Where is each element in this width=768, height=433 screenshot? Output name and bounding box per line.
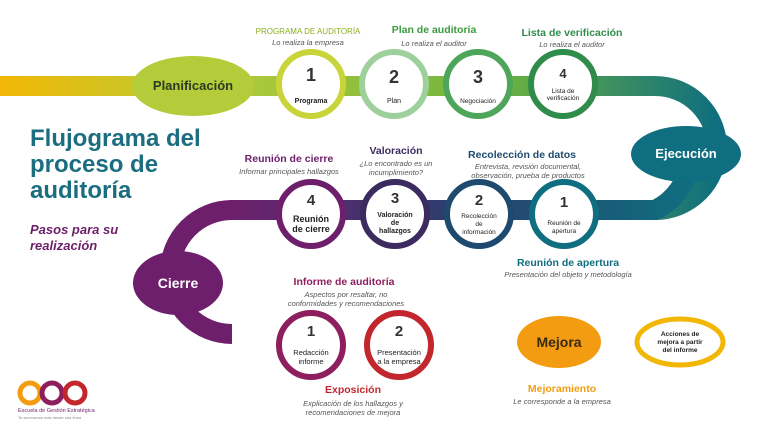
title-line-2: proceso de <box>30 151 159 178</box>
plan-step-2-circle <box>359 49 429 119</box>
plan-step-4-label-2: verificación <box>546 95 580 102</box>
title-line-3: auditoría <box>30 177 132 204</box>
ejec-step-1-number: 1 <box>559 194 569 211</box>
logo-tagline-1: Escuela de Gestión Estratégica <box>18 408 95 414</box>
stage-ejecucion-label: Ejecución <box>655 146 717 161</box>
ejec-step-3-label-2: de <box>390 220 400 227</box>
plan-step-1-heading: PROGRAMA DE AUDITORÍA <box>255 27 361 36</box>
ejec-step-4-sub: Informar principales hallazgos <box>239 167 339 176</box>
mejora-box-shape <box>634 316 726 368</box>
stage-ejecucion-shape <box>631 126 741 182</box>
plan-step-1-number: 1 <box>305 65 317 85</box>
logo-graphic <box>17 380 88 406</box>
title-line-1: Flujograma del <box>30 125 201 152</box>
stage-planificacion-shape <box>132 56 254 116</box>
plan-step-1-circle <box>276 49 346 119</box>
plan-step-2-label: Plan <box>386 98 402 105</box>
plan-step-3-circle <box>443 49 513 119</box>
stage-cierre-shape <box>133 251 223 315</box>
ejec-step-2-label-2: de <box>475 221 483 228</box>
mejora-box-line-2: mejora a partir <box>657 339 703 346</box>
plan-step-2-number: 2 <box>388 67 400 87</box>
cierre-step-1-heading: Informe de auditoría <box>293 276 395 288</box>
stage-mejora-label: Mejora <box>536 334 582 350</box>
plan-step-4-circle <box>528 49 598 119</box>
mejora-box-line-1: Acciones de <box>660 331 700 338</box>
cierre-step-2-sub-2: recomendaciones de mejora <box>305 408 401 417</box>
plan-step-1-sub: Lo realiza la empresa <box>272 38 344 47</box>
ejec-step-4-heading: Reunión de cierre <box>244 153 334 165</box>
plan-step-2-heading: Plan de auditoría <box>391 24 477 36</box>
ejec-step-3-sub-1: ¿Lo encontrado es un <box>359 159 433 168</box>
cierre-step-1-label-1: Redacción <box>293 348 329 357</box>
ejec-step-4-label-2: de cierre <box>292 224 330 234</box>
cierre-step-2-label-2: a la empresa <box>377 357 421 366</box>
plan-step-3-number: 3 <box>472 67 484 87</box>
cierre-step-1-label-2: informe <box>298 357 324 366</box>
ejec-step-1-heading: Reunión de apertura <box>516 257 620 269</box>
subtitle-line-1: Pasos para su <box>30 222 119 237</box>
plan-step-4-sub: Lo realiza el auditor <box>539 40 605 49</box>
stage-mejora-shape <box>517 316 601 368</box>
ejec-step-1-sub: Presentación del objeto y metodología <box>504 270 632 279</box>
cierre-step-2-label-1: Presentación <box>377 348 421 357</box>
cierre-step-1-sub-1: Aspectos por resaltar, no <box>304 290 388 299</box>
ejec-step-2-label-1: Recolección <box>461 213 497 220</box>
ejec-step-3-label-1: Valoración <box>377 212 413 219</box>
ejec-step-3-circle <box>360 179 430 249</box>
stage-cierre-label: Cierre <box>157 275 199 291</box>
plan-step-1-label: Programa <box>294 98 328 105</box>
cierre-step-1-number: 1 <box>306 323 316 340</box>
ejec-step-4-circle <box>276 179 346 249</box>
plan-step-4-heading: Lista de verificación <box>521 27 623 39</box>
ejec-step-2-number: 2 <box>474 192 484 209</box>
cierre-step-1-circle <box>276 310 346 380</box>
ejec-step-2-sub-1: Entrevista, revisión documental, <box>474 162 582 171</box>
logo-wordmark: ege <box>20 371 22 372</box>
ejec-step-1-label-2: apertura <box>551 228 577 235</box>
ejec-step-3-number: 3 <box>390 190 400 207</box>
ejec-step-3-heading: Valoración <box>369 145 423 157</box>
cierre-step-1-sub-2: conformidades y recomendaciones <box>287 299 405 308</box>
ejec-step-2-circle <box>444 179 514 249</box>
plan-step-3-label: Negociación <box>460 98 496 105</box>
ejec-step-3-label-3: hallazgos <box>379 228 411 235</box>
mejora-box-line-3: del informe <box>662 347 698 354</box>
cierre-step-2-number: 2 <box>394 323 404 340</box>
stage-planificacion-label: Planificación <box>152 78 234 93</box>
ejec-step-2-label-3: información <box>462 229 496 236</box>
cierre-step-2-sub-1: Explicación de los hallazgos y <box>303 399 403 408</box>
plan-step-2-sub: Lo realiza el auditor <box>401 39 467 48</box>
mejora-heading: Mejoramiento <box>527 383 597 395</box>
ejec-step-1-label-1: Reunión de <box>547 220 581 227</box>
ejec-step-3-sub-2: incumplimiento? <box>368 168 424 177</box>
cierre-step-2-heading: Exposición <box>324 384 382 396</box>
plan-step-4-label-1: Lista de <box>551 88 575 95</box>
subtitle-line-2: realización <box>30 238 98 253</box>
mejora-sub: Le corresponde a la empresa <box>513 397 611 406</box>
ejec-step-4-label-1: Reunión <box>293 214 329 224</box>
ejec-step-1-circle <box>529 179 599 249</box>
plan-step-4-number: 4 <box>559 66 567 81</box>
cierre-step-2-circle <box>364 310 434 380</box>
ejec-step-4-number: 4 <box>306 192 316 209</box>
logo-tagline-2: Te acercamos más desde una línea <box>18 415 82 420</box>
ejec-step-2-sub-2: observación, prueba de productos <box>471 171 585 180</box>
ejec-step-2-heading: Recolección de datos <box>468 149 576 161</box>
